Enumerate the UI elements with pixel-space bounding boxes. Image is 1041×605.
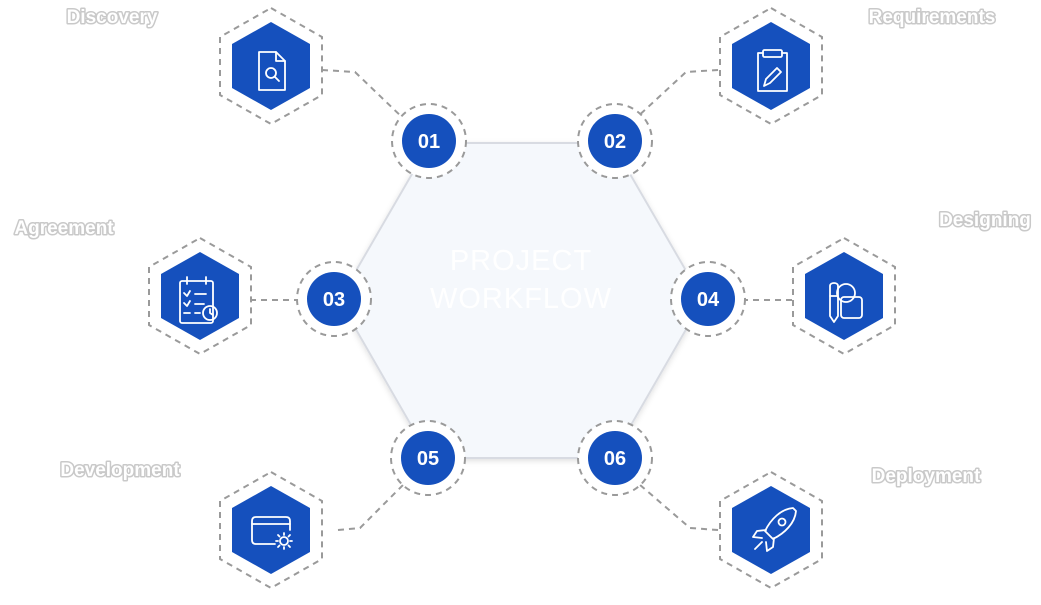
step-02 <box>719 6 823 126</box>
design-tools-icon <box>829 282 863 323</box>
badge-04: 04 <box>670 261 746 337</box>
step-02-label: Requirements <box>869 7 996 28</box>
rocket-icon <box>752 507 797 552</box>
badge-01-number: 01 <box>418 131 440 153</box>
badge-06-number: 06 <box>604 448 626 470</box>
step-05 <box>219 470 323 590</box>
step-01-hexagon <box>232 22 310 110</box>
step-04 <box>792 236 896 356</box>
connector-06 <box>631 477 719 531</box>
center-title-line1: PROJECT <box>450 245 592 277</box>
connector-05 <box>337 477 411 531</box>
step-03 <box>148 236 252 356</box>
badge-04-number: 04 <box>697 289 720 311</box>
step-05-label: Development <box>60 460 180 481</box>
badge-05: 05 <box>390 420 466 496</box>
badge-02-number: 02 <box>604 131 626 153</box>
badge-03-number: 03 <box>323 289 345 311</box>
step-05-hexagon <box>232 486 310 574</box>
step-04-hexagon <box>805 252 883 340</box>
connector-01 <box>321 69 406 121</box>
document-search-icon <box>258 51 286 91</box>
step-06 <box>719 470 823 590</box>
badge-05-number: 05 <box>417 448 439 470</box>
connector-02 <box>633 69 719 121</box>
card-gear-icon <box>251 516 293 550</box>
center-hexagon: PROJECT WORKFLOW <box>337 142 705 459</box>
clipboard-pencil-icon <box>757 49 788 92</box>
badge-01: 01 <box>391 103 467 179</box>
checklist-clock-icon <box>179 276 218 324</box>
connectors <box>250 69 795 531</box>
center-title-line2: WORKFLOW <box>430 283 612 315</box>
step-03-label: Agreement <box>14 218 114 239</box>
badge-03: 03 <box>296 261 372 337</box>
step-01 <box>219 6 323 126</box>
step-06-label: Deployment <box>872 466 981 487</box>
badge-02: 02 <box>577 103 653 179</box>
badge-06: 06 <box>577 420 653 496</box>
step-01-label: Discovery <box>67 7 158 28</box>
step-04-label: Designing <box>939 210 1031 231</box>
step-02-hexagon <box>732 22 810 110</box>
